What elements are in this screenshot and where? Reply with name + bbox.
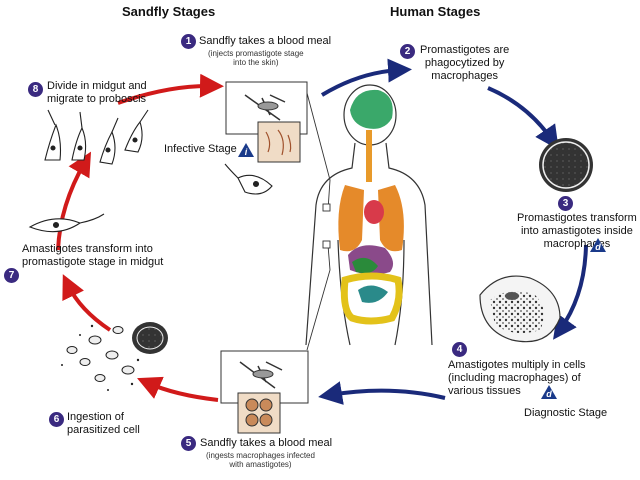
infective-promastigote-illustration [224,163,273,195]
step-1-text: Sandfly takes a blood meal [199,35,332,47]
arrow-1-to-2 [320,58,412,97]
parasitized-cells-illustration [61,322,168,391]
step-1-badge: 1 [181,34,196,49]
human-organs [338,89,404,325]
arrow-3-to-4 [553,244,588,340]
macrophage-illustration [539,138,593,192]
heading-human-stages: Human Stages [390,4,481,19]
step-8-text: Divide in midgut and migrate to probosci… [47,80,147,105]
sandfly-picture-top [225,81,308,163]
sandfly-picture-bottom [220,350,309,434]
step-7-badge: 7 [4,268,19,283]
step-5-subtext: (ingests macrophages infected with amast… [206,451,315,469]
heading-sandfly-stages: Sandfly Stages [122,4,216,19]
arrow-8-to-1 [117,73,224,105]
step-2-badge: 2 [400,44,415,59]
arrow-6-to-7 [62,274,112,332]
arrow-5-to-6 [137,376,219,402]
diagnostic-triangle-icon: d [540,384,558,400]
dividing-promastigotes-illustration [44,109,149,165]
step-1-subtext: (injects promastigote stage into the ski… [208,49,304,67]
step-4-text: Amastigotes multiply in cells (including… [448,359,586,397]
connector-lines [306,92,331,351]
midgut-promastigote-illustration [28,213,105,233]
arrow-7-to-8 [56,151,92,251]
step-5-badge: 5 [181,436,196,451]
diagnostic-triangle-icon: d [589,237,607,253]
diagnostic-stage-label: Diagnostic Stage [524,407,608,419]
step-5-text: Sandfly takes a blood meal [200,437,333,449]
step-3-badge: 3 [558,196,573,211]
step-6-badge: 6 [49,412,64,427]
step-3-text: Promastigotes transform into amastigotes… [517,212,637,250]
infective-triangle-icon: i [237,142,255,158]
step-8-badge: 8 [28,82,43,97]
step-6-text: Ingestion of parasitized cell [67,411,140,436]
tissue-cell-illustration [479,275,561,343]
arrow-2-to-3 [487,86,559,150]
arrow-4-to-5 [318,381,446,405]
step-7-text: Amastigotes transform into promastigote … [22,243,164,268]
infective-stage-label: Infective Stage [164,143,237,155]
step-2-text: Promastigotes are phagocytized by macrop… [420,44,510,82]
step-4-badge: 4 [452,342,467,357]
